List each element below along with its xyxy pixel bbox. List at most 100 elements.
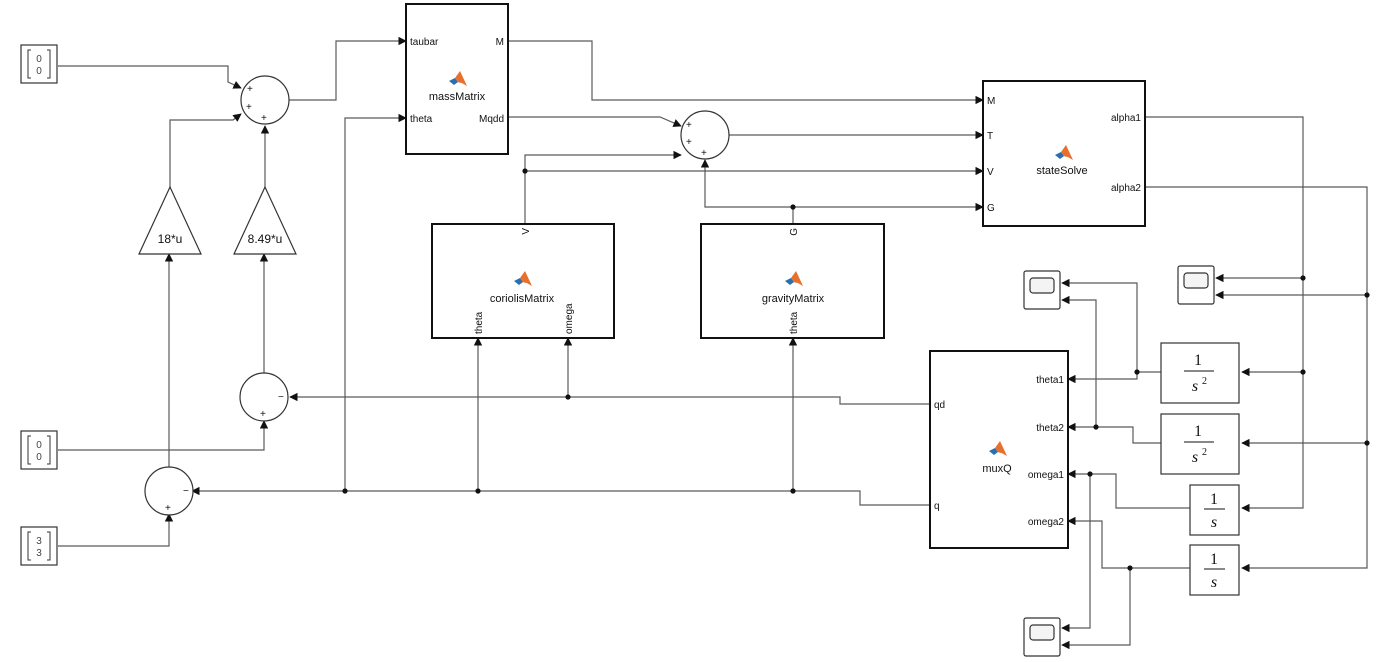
- scope-icon: [1183, 272, 1209, 289]
- sum-sign: +: [701, 148, 707, 159]
- integrator-block-3[interactable]: 1 s: [1189, 484, 1240, 536]
- wire-G-sum[interactable]: [700, 159, 793, 208]
- tf-denominator: s: [1192, 378, 1198, 395]
- signal-lines: [58, 36, 1368, 650]
- block-name: stateSolve: [1036, 165, 1087, 177]
- wire-M[interactable]: [508, 40, 984, 105]
- tf-numerator: 1: [1210, 491, 1218, 508]
- gain-label: 8.49*u: [248, 232, 283, 246]
- constant-value: 0: [36, 54, 42, 65]
- constant-value: 3: [36, 548, 42, 559]
- tf-denominator: s: [1192, 449, 1198, 466]
- tf-numerator: 1: [1194, 352, 1202, 369]
- port-label: alpha1: [1111, 113, 1141, 124]
- sum-sign: +: [246, 102, 252, 113]
- wire-theta-mass[interactable]: [344, 113, 407, 491]
- wire-qd[interactable]: [289, 392, 930, 405]
- state-solve-block[interactable]: M T V G alpha1 alpha2 stateSolve: [982, 80, 1146, 227]
- wire-omega2-scope[interactable]: [1061, 568, 1131, 650]
- constant-block-2[interactable]: 0 0: [20, 430, 58, 470]
- constant-block-1[interactable]: 0 0: [20, 44, 58, 84]
- wire-theta1-scope[interactable]: [1061, 278, 1138, 372]
- block-name: gravityMatrix: [762, 293, 825, 305]
- port-label: omega2: [1028, 517, 1065, 528]
- integrator-block-2[interactable]: 1 s 2: [1160, 413, 1240, 475]
- wire-V-sum[interactable]: [524, 150, 682, 171]
- port-label: omega: [564, 303, 575, 334]
- sum-sign: +: [261, 113, 267, 124]
- wire-alpha2[interactable]: [1145, 186, 1368, 573]
- scope-block-2[interactable]: [1177, 265, 1215, 305]
- muxq-block[interactable]: qd q theta1 theta2 omega1 omega2 muxQ: [929, 350, 1069, 549]
- port-label: taubar: [410, 37, 439, 48]
- integrator-block-4[interactable]: 1 s: [1189, 544, 1240, 596]
- port-label: omega1: [1028, 470, 1065, 481]
- wire-gain1-sum[interactable]: [169, 113, 242, 187]
- wire-const1-sum[interactable]: [58, 65, 242, 89]
- wire-Mqdd[interactable]: [508, 116, 682, 127]
- sum-block-q[interactable]: − +: [144, 466, 194, 516]
- sum-sign: −: [183, 486, 189, 497]
- port-label: V: [521, 228, 532, 235]
- wire-int3-omega1[interactable]: [1067, 469, 1190, 509]
- port-label: theta: [789, 311, 800, 334]
- block-name: muxQ: [982, 463, 1012, 475]
- constant-value: 0: [36, 440, 42, 451]
- wire-int2-theta2[interactable]: [1067, 422, 1161, 444]
- port-label: theta1: [1036, 375, 1064, 386]
- sum-block-top[interactable]: + + +: [240, 75, 290, 125]
- constant-block-3[interactable]: 3 3: [20, 526, 58, 566]
- mass-matrix-block[interactable]: taubar theta M Mqdd massMatrix: [405, 3, 509, 155]
- wire-omega1-scope[interactable]: [1061, 474, 1091, 633]
- wire-const3-sumq[interactable]: [58, 513, 174, 547]
- port-label: G: [789, 228, 800, 236]
- port-label: Mqdd: [479, 114, 504, 125]
- tf-denominator: s: [1211, 574, 1217, 591]
- port-label: M: [987, 96, 995, 107]
- tf-numerator: 1: [1194, 423, 1202, 440]
- tf-numerator: 1: [1210, 551, 1218, 568]
- integrator-block-1[interactable]: 1 s 2: [1160, 342, 1240, 404]
- wire-theta2-scope[interactable]: [1061, 295, 1097, 427]
- gain-label: 18*u: [158, 232, 183, 246]
- port-label: M: [496, 37, 504, 48]
- wire-int1-theta1[interactable]: [1067, 371, 1161, 384]
- coriolis-matrix-block[interactable]: V theta omega coriolisMatrix: [431, 223, 615, 339]
- junction-dots: [342, 168, 1370, 571]
- constant-value: 0: [36, 452, 42, 463]
- wire-sum-taubar[interactable]: [289, 36, 407, 101]
- wire-alpha1[interactable]: [1145, 116, 1304, 513]
- sum-block-mid[interactable]: + + +: [680, 110, 730, 160]
- port-label: V: [987, 167, 994, 178]
- sum-sign: +: [686, 137, 692, 148]
- sum-block-qd[interactable]: − +: [239, 372, 289, 422]
- tf-denominator: s: [1211, 514, 1217, 531]
- sum-sign: +: [686, 120, 692, 131]
- constant-value: 0: [36, 66, 42, 77]
- gain-block-849[interactable]: 8.49*u: [233, 185, 297, 255]
- port-label: qd: [934, 400, 945, 411]
- tf-exponent: 2: [1202, 376, 1207, 387]
- sum-sign: +: [247, 84, 253, 95]
- wire-V[interactable]: [524, 166, 984, 224]
- scope-block-3[interactable]: [1023, 617, 1061, 657]
- port-label: theta2: [1036, 423, 1064, 434]
- gravity-matrix-block[interactable]: G theta gravityMatrix: [700, 223, 885, 339]
- scope-icon: [1029, 624, 1055, 641]
- port-label: G: [987, 203, 995, 214]
- wire-int4-omega2[interactable]: [1067, 516, 1190, 569]
- constant-value: 3: [36, 536, 42, 547]
- wire-G[interactable]: [792, 202, 984, 224]
- port-label: T: [987, 131, 993, 142]
- port-label: alpha2: [1111, 183, 1141, 194]
- wire-const2-sumqd[interactable]: [58, 420, 269, 451]
- sum-sign: −: [278, 392, 284, 403]
- wire-q[interactable]: [191, 486, 930, 506]
- sum-sign: +: [165, 503, 171, 514]
- sum-sign: +: [260, 409, 266, 420]
- tf-exponent: 2: [1202, 447, 1207, 458]
- scope-block-1[interactable]: [1023, 270, 1061, 310]
- gain-block-18[interactable]: 18*u: [138, 185, 202, 255]
- block-name: massMatrix: [429, 91, 486, 103]
